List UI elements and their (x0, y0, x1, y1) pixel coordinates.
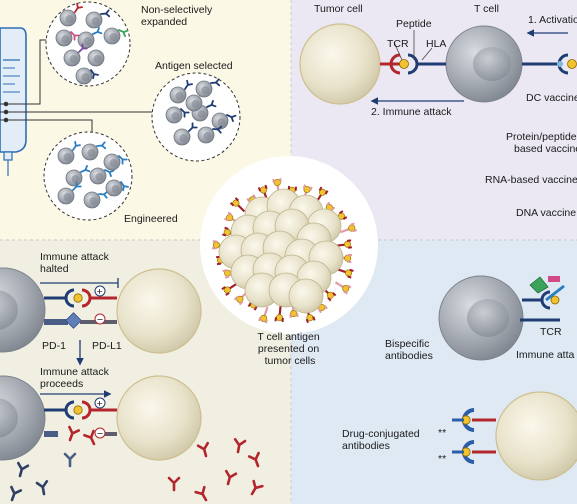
antibody-icon (83, 429, 96, 446)
receptor-icon (80, 165, 91, 173)
receptor-icon (100, 9, 111, 18)
receptor-icon (98, 190, 109, 199)
minus-icon: − (97, 314, 103, 326)
minus-icon: − (97, 428, 103, 440)
tumor-cell-mass (211, 178, 358, 324)
receptor-icon (184, 79, 193, 90)
receptor-icon (188, 122, 198, 132)
receptor-icon (70, 31, 80, 41)
receptor-icon (210, 78, 221, 87)
antibody-icon (194, 485, 208, 502)
t-cell-proceeds (0, 375, 46, 461)
label-drug-conjugated: Drug-conjugated antibodies (342, 428, 423, 452)
antibody-icon (224, 469, 238, 486)
receptor-icon (226, 114, 237, 122)
antibody-icon (233, 438, 247, 454)
antibody-mechanism (438, 275, 577, 481)
label-tcr-antibody: TCR (540, 326, 562, 338)
receptor-icon (92, 27, 103, 35)
label-immune-attack-vaccine: 2. Immune attack (371, 106, 452, 118)
cell-cluster-antigen-selected (151, 72, 241, 162)
center-caption: T cell antigen presented on tumor cells (257, 331, 322, 367)
cell-cluster-non-selective (45, 1, 131, 87)
connector-lines (0, 39, 155, 134)
label-bispecific: Bispecific antibodies (385, 338, 433, 362)
antibody-icon (35, 480, 49, 496)
checkpoint-antibodies (10, 425, 264, 502)
receptor-icon (90, 69, 99, 80)
label-engineered: Engineered (124, 213, 178, 225)
vaccine-mechanism (299, 23, 577, 105)
antibody-icon (16, 461, 30, 478)
label-tcr: TCR (387, 38, 409, 50)
t-cell-halted (0, 267, 46, 353)
checkpoint-arrows (40, 278, 119, 398)
label-dna-vaccine: DNA vaccine (516, 207, 576, 219)
drug-payload-icon: ** (438, 427, 446, 439)
receptor-icon (118, 29, 129, 37)
label-attack-proceeds: Immune attack proceeds (40, 366, 112, 390)
label-t-cell: T cell (474, 3, 499, 15)
antibody-icon (247, 451, 260, 468)
vaccine-arrows (370, 29, 568, 105)
receptor-icon (72, 181, 82, 191)
label-hla: HLA (426, 38, 446, 50)
tumor-cell-proceeds (116, 375, 202, 461)
receptor-icon (120, 181, 129, 192)
receptor-icon (78, 43, 88, 53)
drug-payload-icon: ** (438, 453, 446, 465)
tumor-cell (299, 23, 381, 105)
antibody-icon (196, 441, 210, 458)
label-attack-halted: Immune attack halted (40, 251, 112, 275)
label-protein-vaccine: Protein/peptide based vaccine (506, 131, 577, 155)
label-rna-vaccine: RNA-based vaccine (485, 174, 577, 186)
receptor-icon (180, 108, 190, 118)
label-antigen-selected: Antigen selected (155, 60, 233, 72)
antibody-icon (10, 485, 23, 502)
plus-icon: + (97, 286, 103, 298)
tumor-cell-halted (116, 268, 202, 354)
antibody-icon (167, 476, 181, 492)
label-immune-attack-antibody: Immune atta (516, 349, 575, 361)
plus-icon: + (97, 398, 103, 410)
label-pd1: PD-1 (42, 340, 66, 352)
antibody-icon (63, 452, 77, 468)
receptor-icon (212, 125, 223, 134)
label-peptide: Peptide (396, 18, 432, 30)
label-non-selective: Non-selectively expanded (141, 4, 215, 28)
label-tumor-cell: Tumor cell (314, 3, 363, 15)
receptor-icon (104, 169, 115, 177)
cell-cluster-engineered (43, 131, 133, 221)
receptor-icon (118, 155, 128, 165)
label-activation: 1. Activatio (528, 14, 577, 26)
receptor-icon (96, 141, 107, 150)
label-dc-vaccine: DC vaccine (526, 92, 577, 104)
label-pdl1: PD-L1 (92, 340, 122, 352)
tumor-cell-drug (495, 391, 577, 481)
receptor-icon (72, 140, 81, 151)
receptor-icon (206, 100, 217, 108)
antibody-icon (68, 425, 81, 442)
checkpoint-mechanism (0, 267, 202, 461)
tumor-cell (288, 278, 324, 314)
receptor-icon (74, 2, 83, 13)
antibody-icon (250, 479, 264, 496)
